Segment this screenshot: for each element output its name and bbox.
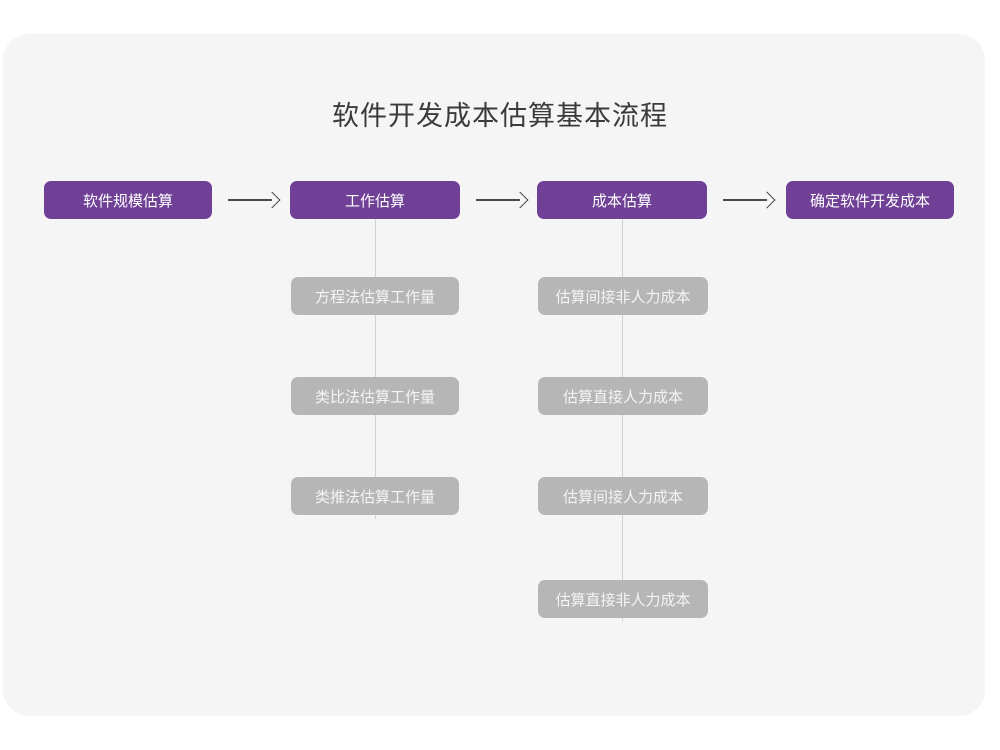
substep-node-equation-method-effort[interactable]: 方程法估算工作量 — [291, 277, 459, 315]
substep-node-label: 估算直接人力成本 — [562, 388, 683, 406]
connector-line-stage-2 — [375, 219, 376, 519]
substep-node-inference-method-effort[interactable]: 类推法估算工作量 — [291, 477, 459, 515]
stage-node-cost-estimation[interactable]: 成本估算 — [537, 181, 707, 219]
connector-line-stage-3 — [622, 219, 623, 621]
substep-node-indirect-labor-cost[interactable]: 估算间接人力成本 — [538, 477, 708, 515]
substep-node-label: 估算间接人力成本 — [562, 488, 683, 506]
arrow-icon-3 — [723, 191, 776, 209]
stage-node-label: 软件规模估算 — [82, 192, 173, 210]
stage-node-software-scale-estimation[interactable]: 软件规模估算 — [44, 181, 212, 219]
substep-node-label: 估算直接非人力成本 — [555, 591, 691, 609]
substep-node-direct-labor-cost[interactable]: 估算直接人力成本 — [538, 377, 708, 415]
substep-node-indirect-nonlabor-cost[interactable]: 估算间接非人力成本 — [538, 277, 708, 315]
substep-node-direct-nonlabor-cost[interactable]: 估算直接非人力成本 — [538, 580, 708, 618]
diagram-card — [3, 34, 985, 716]
substep-node-label: 类推法估算工作量 — [314, 488, 435, 506]
arrow-shaft — [723, 199, 767, 201]
stage-node-label: 工作估算 — [344, 192, 405, 210]
arrow-shaft — [476, 199, 520, 201]
arrow-head — [511, 191, 529, 209]
substep-node-analogy-method-effort[interactable]: 类比法估算工作量 — [291, 377, 459, 415]
page-title: 软件开发成本估算基本流程 — [332, 101, 668, 131]
arrow-shaft — [228, 199, 272, 201]
arrow-icon-2 — [476, 191, 529, 209]
stage-node-effort-estimation[interactable]: 工作估算 — [290, 181, 460, 219]
substep-node-label: 估算间接非人力成本 — [555, 288, 691, 306]
substep-node-label: 方程法估算工作量 — [314, 288, 435, 306]
arrow-head — [263, 191, 281, 209]
substep-node-label: 类比法估算工作量 — [314, 388, 435, 406]
stage-node-label: 成本估算 — [591, 192, 652, 210]
arrow-icon-1 — [228, 191, 281, 209]
stage-node-determine-development-cost[interactable]: 确定软件开发成本 — [786, 181, 954, 219]
stage-node-label: 确定软件开发成本 — [809, 192, 930, 210]
arrow-head — [758, 191, 776, 209]
